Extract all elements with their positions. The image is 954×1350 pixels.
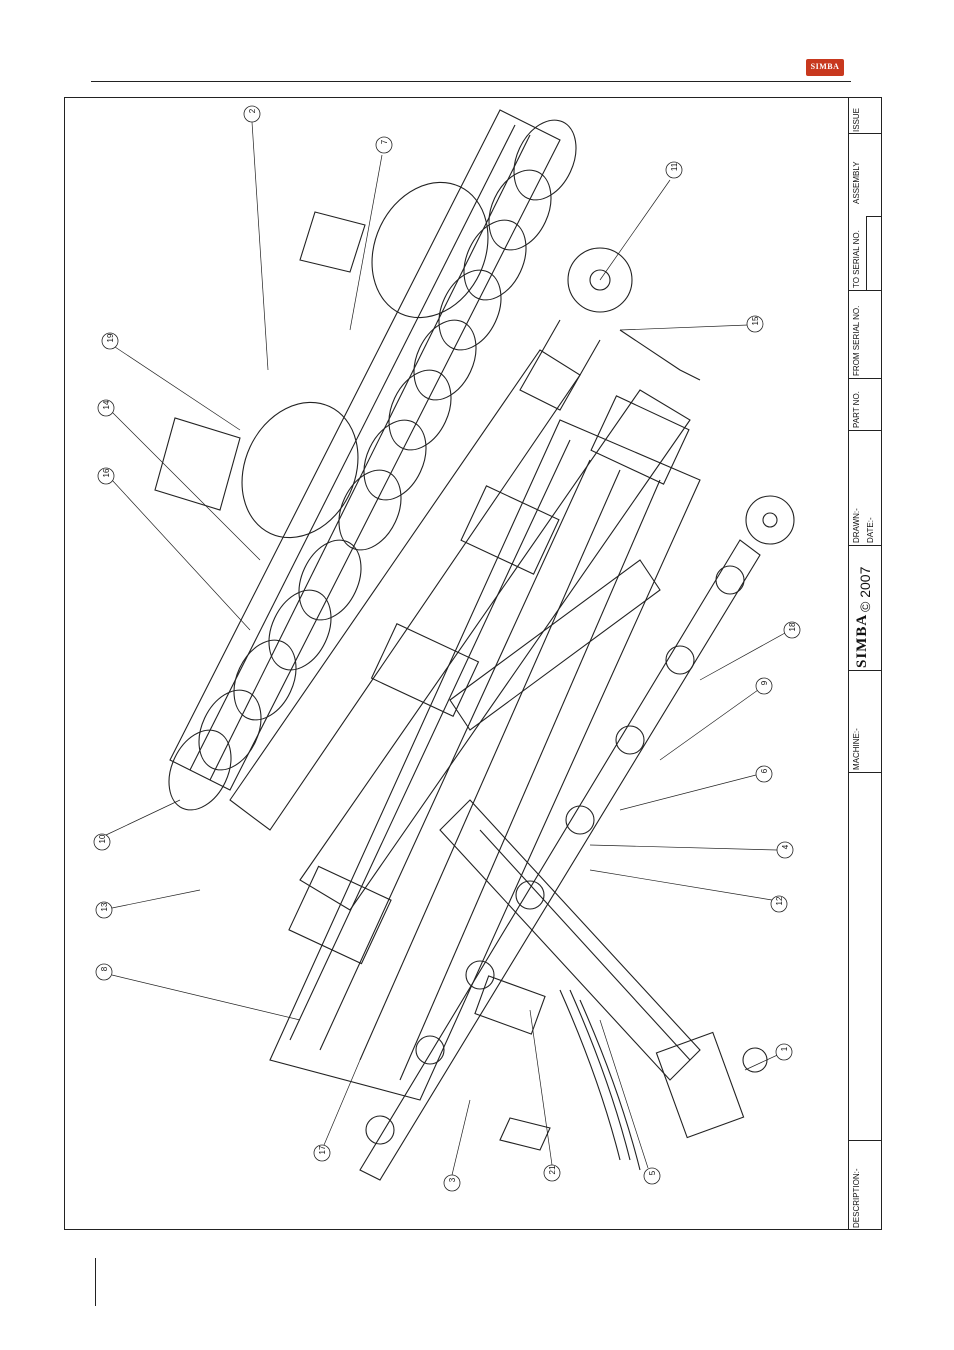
- from-serial-label: FROM SERIAL NO.: [852, 306, 861, 376]
- mounting-plates: [155, 212, 550, 1150]
- title-block-divider: [848, 772, 882, 773]
- title-block-divider: [848, 545, 882, 546]
- date-label: DATE:-: [866, 517, 875, 543]
- to-serial-label: TO SERIAL NO.: [852, 230, 861, 288]
- part-no-label: PART NO.: [852, 391, 861, 428]
- assembly-label: ASSEMBLY: [852, 161, 861, 204]
- machine-label: MACHINE:-: [852, 728, 861, 770]
- callout-label-18: 18: [788, 622, 797, 631]
- callout-leaders: [106, 122, 785, 1175]
- callout-label-14: 14: [102, 400, 111, 409]
- callout-label-1: 1: [780, 1046, 789, 1051]
- main-frame: [230, 350, 700, 1100]
- callout-label-3: 3: [448, 1177, 457, 1182]
- title-block-divider: [866, 216, 882, 217]
- title-block-divider: [848, 430, 882, 431]
- copyright: © 2007: [857, 567, 873, 612]
- drawn-label: DRAWN:-: [852, 508, 861, 543]
- title-block-divider: [848, 290, 882, 291]
- simba-brand: SIMBA: [854, 614, 871, 668]
- callout-label-4: 4: [781, 844, 790, 849]
- logo-text: SIMBA: [806, 62, 844, 71]
- title-block-divider: [848, 1140, 882, 1141]
- title-block-divider: [848, 670, 882, 671]
- roller-assembly: [157, 110, 588, 820]
- header-rule: [91, 81, 851, 82]
- callout-label-8: 8: [100, 966, 109, 971]
- description-label: DESCRIPTION:-: [852, 1168, 861, 1228]
- simba-logo: SIMBA: [806, 59, 844, 76]
- callout-label-10: 10: [98, 834, 107, 843]
- rear-disc: [520, 248, 700, 410]
- callout-label-17: 17: [318, 1145, 327, 1154]
- callout-label-11: 11: [670, 162, 679, 171]
- callout-label-19: 19: [106, 333, 115, 342]
- exploded-assembly-drawing: 1 2 3 4 5 6 7 8 9 10 11 12 13 14 15 16 1…: [65, 98, 847, 1228]
- callout-label-15: 15: [751, 316, 760, 325]
- title-block-divider: [848, 378, 882, 379]
- callout-label-16: 16: [102, 468, 111, 477]
- title-block-divider: [866, 216, 867, 290]
- title-block-divider: [848, 133, 882, 134]
- issue-label: ISSUE: [852, 108, 861, 132]
- callout-label-13: 13: [100, 902, 109, 911]
- callout-label-12: 12: [775, 896, 784, 905]
- margin-rule: [95, 1258, 96, 1306]
- callout-label-5: 5: [648, 1170, 657, 1175]
- callout-label-2: 2: [248, 108, 257, 113]
- callout-label-7: 7: [380, 139, 389, 144]
- callout-label-21: 21: [548, 1165, 557, 1174]
- callout-label-6: 6: [760, 768, 769, 773]
- callout-label-9: 9: [760, 680, 769, 685]
